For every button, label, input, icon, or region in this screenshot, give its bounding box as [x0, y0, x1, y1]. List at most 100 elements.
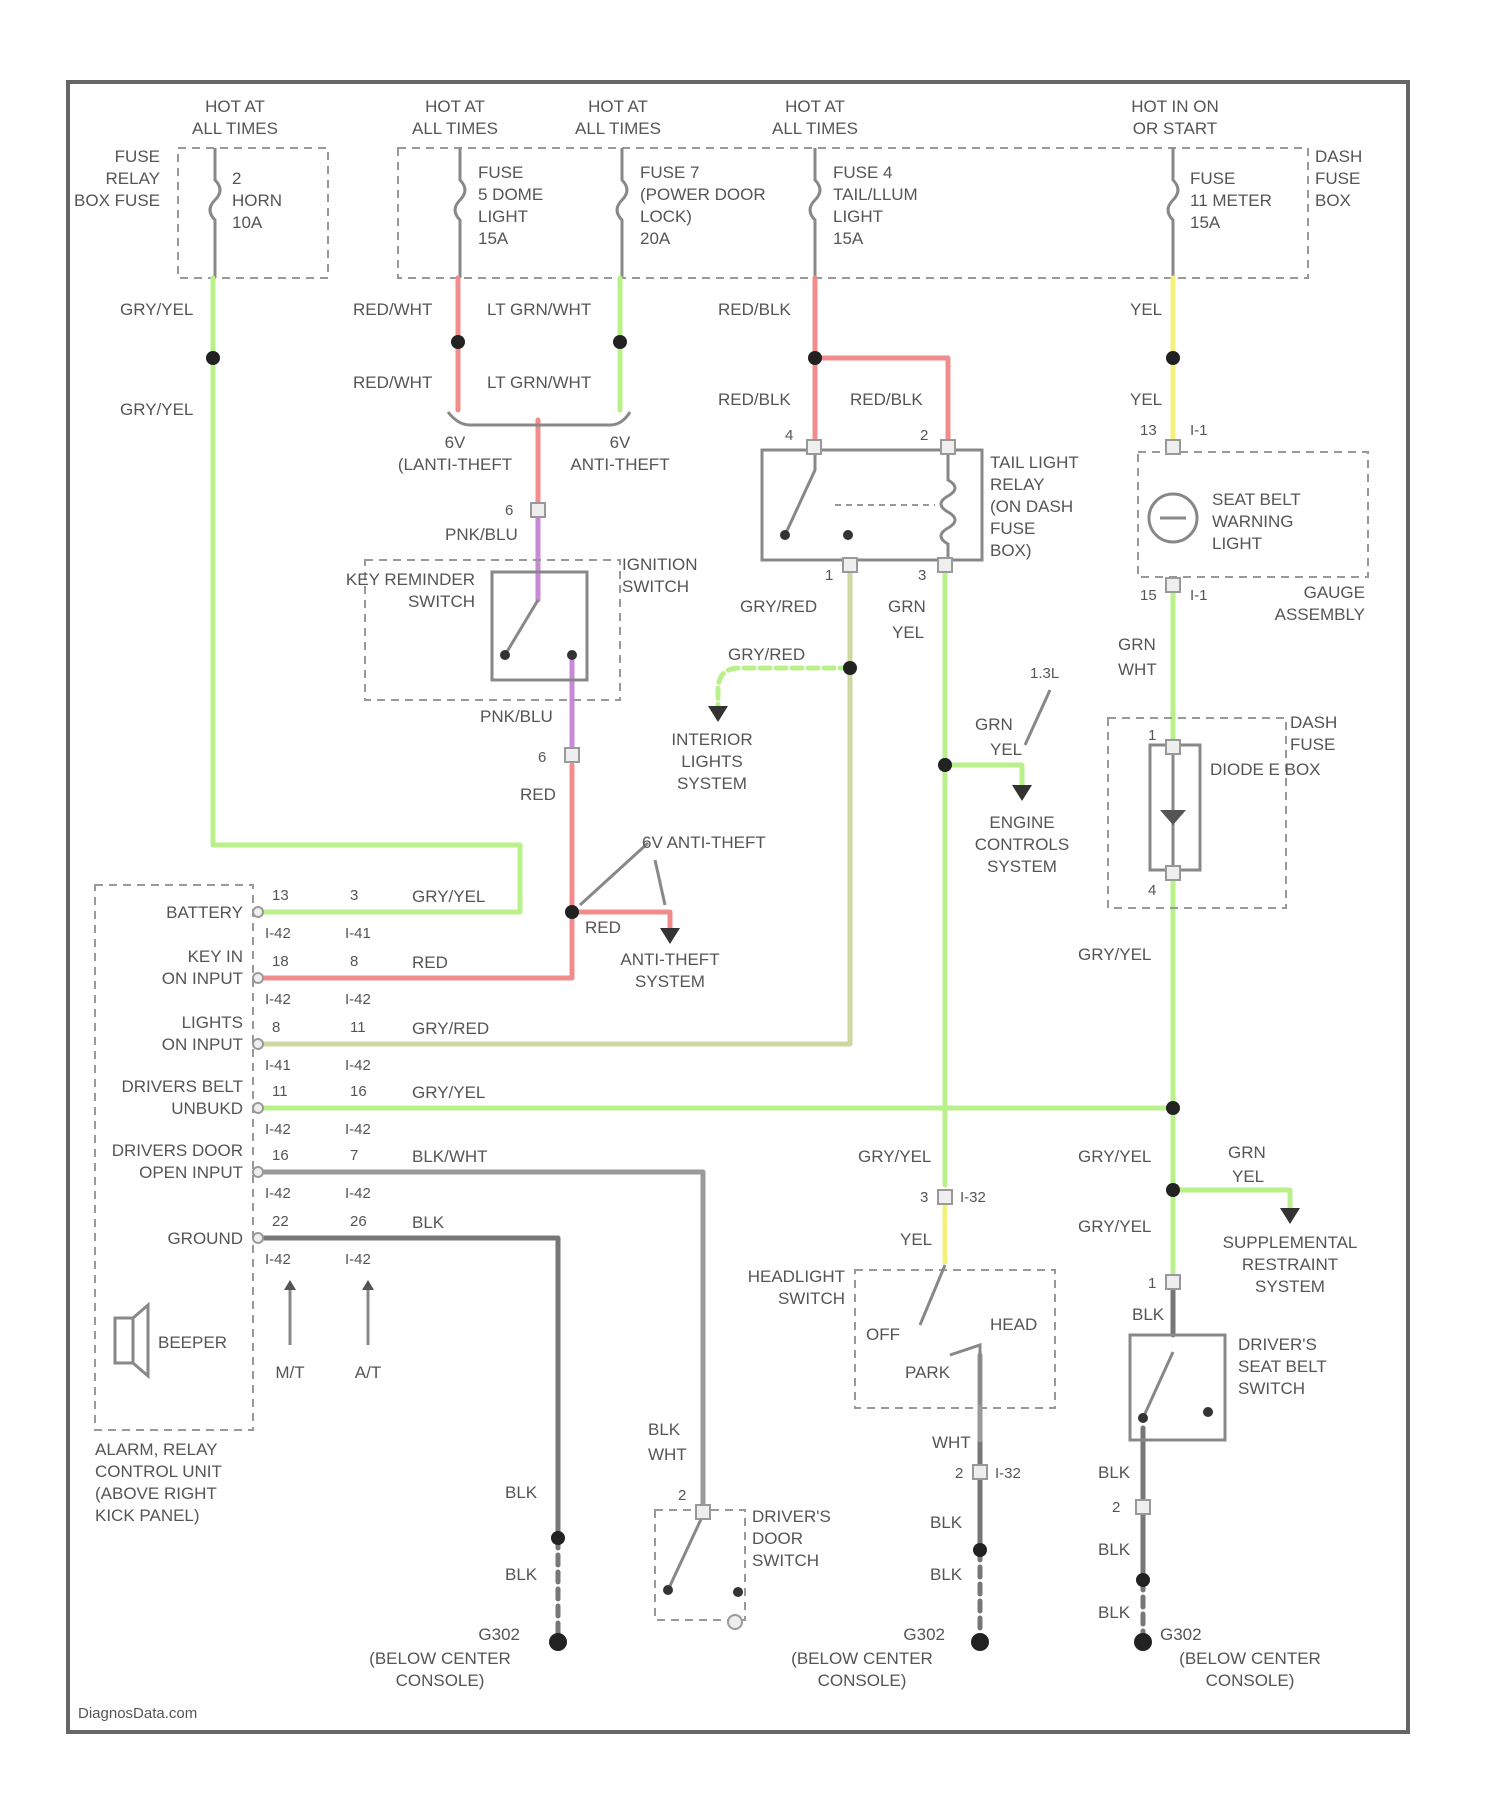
svg-text:SUPPLEMENTAL: SUPPLEMENTAL [1223, 1233, 1358, 1252]
svg-text:RED/BLK: RED/BLK [718, 300, 791, 319]
svg-text:(ABOVE RIGHT: (ABOVE RIGHT [95, 1484, 217, 1503]
feed-5-line1: HOT IN ON [1131, 97, 1219, 116]
svg-text:LT GRN/WHT: LT GRN/WHT [487, 300, 591, 319]
svg-text:FUSE: FUSE [1190, 169, 1235, 188]
svg-text:RED/WHT: RED/WHT [353, 300, 432, 319]
wire-blk-wht [258, 1172, 703, 1505]
svg-text:BLK: BLK [648, 1420, 681, 1439]
svg-text:INTERIOR: INTERIOR [671, 730, 752, 749]
svg-text:GRY/YEL: GRY/YEL [120, 300, 193, 319]
svg-text:SYSTEM: SYSTEM [635, 972, 705, 991]
svg-text:YEL: YEL [1130, 300, 1162, 319]
svg-text:(BELOW CENTER: (BELOW CENTER [791, 1649, 933, 1668]
svg-text:BLK: BLK [1098, 1603, 1131, 1622]
svg-text:SWITCH: SWITCH [408, 592, 475, 611]
svg-text:GAUGE: GAUGE [1304, 583, 1365, 602]
svg-text:YEL: YEL [900, 1230, 932, 1249]
unit-pin-conn2: I-42 [345, 991, 371, 1008]
feed-5-line2: OR START [1133, 119, 1217, 138]
svg-text:6: 6 [505, 502, 513, 519]
svg-text:DIODE E BOX: DIODE E BOX [1210, 760, 1321, 779]
unit-pin-mt: 11 [272, 1083, 288, 1100]
svg-text:CONSOLE): CONSOLE) [1206, 1671, 1295, 1690]
svg-text:RED/BLK: RED/BLK [850, 390, 923, 409]
unit-pin-mt: 22 [272, 1213, 289, 1230]
svg-text:DRIVER'S: DRIVER'S [752, 1507, 831, 1526]
svg-text:SEAT BELT: SEAT BELT [1238, 1357, 1327, 1376]
svg-text:(ON DASH: (ON DASH [990, 497, 1073, 516]
svg-text:YEL: YEL [1232, 1167, 1264, 1186]
svg-text:FUSE 4: FUSE 4 [833, 163, 893, 182]
svg-text:BLK: BLK [505, 1483, 538, 1502]
fuse-dome: FUSE 5 DOME LIGHT 15A [455, 148, 543, 278]
svg-text:I-32: I-32 [960, 1189, 986, 1206]
svg-text:LOCK): LOCK) [640, 207, 692, 226]
unit-pin-at: 8 [350, 953, 358, 970]
svg-text:BOX FUSE: BOX FUSE [74, 191, 160, 210]
svg-text:RED: RED [520, 785, 556, 804]
svg-text:CONSOLE): CONSOLE) [818, 1671, 907, 1690]
unit-pin-wire: GRY/RED [412, 1019, 489, 1038]
ground-3: G302 (BELOW CENTER CONSOLE) [1134, 1625, 1321, 1690]
svg-text:CONTROL UNIT: CONTROL UNIT [95, 1462, 222, 1481]
svg-text:DOOR: DOOR [752, 1529, 803, 1548]
svg-text:3: 3 [918, 567, 926, 584]
svg-text:WHT: WHT [932, 1433, 971, 1452]
svg-text:BLK: BLK [1098, 1463, 1131, 1482]
unit-pin-terminal [253, 973, 263, 983]
unit-pin-name: LIGHTS [182, 1013, 243, 1032]
srs-system: SUPPLEMENTAL RESTRAINT SYSTEM [1223, 1208, 1358, 1296]
feed-3-line1: HOT AT [588, 97, 648, 116]
svg-text:(POWER DOOR: (POWER DOOR [640, 185, 766, 204]
svg-text:FUSE: FUSE [1315, 169, 1360, 188]
wire-blk-ground [258, 1238, 1173, 1635]
svg-text:FUSE: FUSE [990, 519, 1035, 538]
svg-text:BEEPER: BEEPER [158, 1333, 227, 1352]
feed-labels: HOT AT ALL TIMES HOT AT ALL TIMES HOT AT… [192, 97, 1219, 138]
svg-text:BLK: BLK [1132, 1305, 1165, 1324]
unit-pin-conn1: I-42 [265, 1121, 291, 1138]
svg-text:BLK: BLK [1098, 1540, 1131, 1559]
svg-text:FUSE: FUSE [1290, 735, 1335, 754]
ignition-switch: 6 6 KEY REMINDER SWITCH IGNITION SWITCH [346, 502, 698, 766]
svg-text:HORN: HORN [232, 191, 282, 210]
svg-text:G302: G302 [478, 1625, 520, 1644]
svg-text:5 DOME: 5 DOME [478, 185, 543, 204]
svg-text:TAIL LIGHT: TAIL LIGHT [990, 453, 1079, 472]
svg-text:I-32: I-32 [995, 1465, 1021, 1482]
svg-text:FUSE: FUSE [478, 163, 523, 182]
svg-text:BLK: BLK [505, 1565, 538, 1584]
diagram-border [68, 82, 1408, 1732]
unit-pin-wire: RED [412, 953, 448, 972]
unit-pin-conn2: I-42 [345, 1251, 371, 1268]
fuse-tail-light: FUSE 4 TAIL/LLUM LIGHT 15A [810, 148, 918, 278]
svg-text:WARNING: WARNING [1212, 512, 1294, 531]
svg-text:BOX): BOX) [990, 541, 1032, 560]
fuse-power-door-lock: FUSE 7 (POWER DOOR LOCK) 20A [617, 148, 766, 278]
svg-text:TAIL/LLUM: TAIL/LLUM [833, 185, 918, 204]
svg-text:2: 2 [232, 169, 241, 188]
unit-pin-mt: 8 [272, 1019, 280, 1036]
unit-pin-name: DRIVERS BELT [121, 1077, 243, 1096]
svg-text:ENGINE: ENGINE [989, 813, 1054, 832]
unit-pins: BATTERY133I-42I-41GRY/YELKEY INON INPUT1… [112, 887, 489, 1268]
svg-text:PARK: PARK [905, 1363, 951, 1382]
watermark: DiagnosData.com [78, 1705, 197, 1722]
svg-text:ALARM, RELAY: ALARM, RELAY [95, 1440, 218, 1459]
svg-text:LIGHTS: LIGHTS [681, 752, 742, 771]
svg-text:LIGHT: LIGHT [1212, 534, 1262, 553]
svg-text:20A: 20A [640, 229, 671, 248]
fuse-meter: FUSE 11 METER 15A [1168, 148, 1272, 278]
svg-text:G302: G302 [1160, 1625, 1202, 1644]
svg-text:(LANTI-THEFT: (LANTI-THEFT [398, 455, 512, 474]
unit-pin-name: DRIVERS DOOR [112, 1141, 243, 1160]
unit-pin-terminal [253, 907, 263, 917]
beeper: BEEPER [115, 1305, 227, 1376]
svg-text:1: 1 [1148, 1275, 1156, 1292]
unit-pin-at: 16 [350, 1083, 367, 1100]
unit-pin-name: BATTERY [166, 903, 243, 922]
svg-text:IGNITION: IGNITION [622, 555, 698, 574]
wire-red-blk [815, 278, 948, 448]
svg-text:G302: G302 [903, 1625, 945, 1644]
